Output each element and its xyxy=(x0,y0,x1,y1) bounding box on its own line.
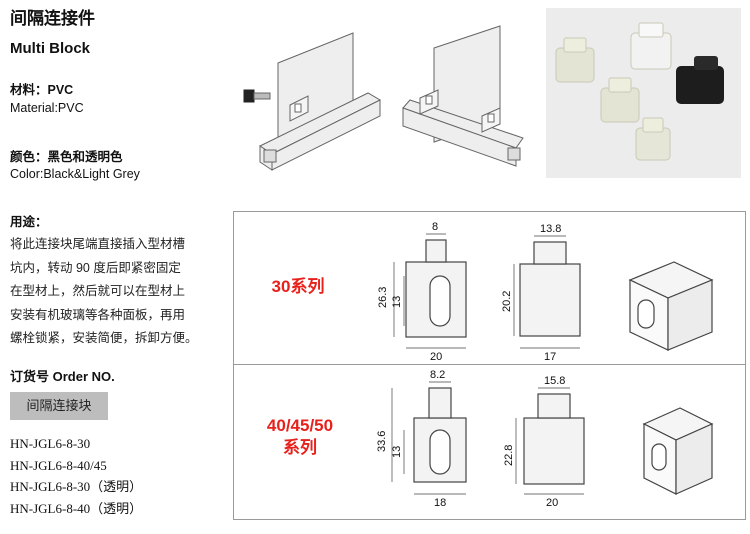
dim-30-side-height: 20.2 xyxy=(501,291,513,312)
title-english: Multi Block xyxy=(10,40,91,57)
dim-30-side-top: 13.8 xyxy=(540,223,561,235)
color-cn: 颜色：黑色和透明色 xyxy=(10,150,123,164)
order-code: HN-JGL6-8-30（透明） xyxy=(10,479,143,494)
usage-text: 将此连接块尾端直接插入型材槽 坑内，转动 90 度后即紧密固定 在型材上，然后就… xyxy=(10,233,235,351)
usage-line: 在型材上，然后就可以在型材上 xyxy=(10,284,186,298)
dim-40-width: 18 xyxy=(434,497,446,509)
color-en: Color:Black&Light Grey xyxy=(10,167,140,181)
order-code-list: HN-JGL6-8-30 HN-JGL6-8-40/45 HN-JGL6-8-3… xyxy=(10,433,142,519)
dim-30-side-width: 17 xyxy=(544,351,556,363)
usage-line: 坑内，转动 90 度后即紧密固定 xyxy=(10,260,181,275)
dim-30-slot: 13 xyxy=(391,296,403,308)
dim-40-height: 33.6 xyxy=(376,431,388,452)
order-code: HN-JGL6-8-30 xyxy=(10,436,91,451)
usage-line: 将此连接块尾端直接插入型材槽 xyxy=(10,237,186,251)
title-chinese: 间隔连接件 xyxy=(10,9,95,28)
product-photo xyxy=(546,8,741,178)
panel-divider xyxy=(233,364,746,365)
material-en: Material:PVC xyxy=(10,101,84,115)
material-cn: 材料：PVC xyxy=(10,83,74,97)
dim-40-slot: 13 xyxy=(391,446,403,458)
dim-30-height: 26.3 xyxy=(377,287,389,308)
order-code: HN-JGL6-8-40（透明） xyxy=(10,500,143,516)
installation-illustration xyxy=(238,8,538,178)
series-40-label: 40/45/50 系列 xyxy=(254,415,346,459)
usage-line: 螺栓锁紧，安装简便，拆卸方便。 xyxy=(10,331,198,345)
order-heading: 订货号 Order NO. xyxy=(10,369,115,384)
multi-block-button[interactable]: 间隔连接块 xyxy=(10,392,108,420)
dim-30-top-width: 8 xyxy=(432,221,438,233)
order-code: HN-JGL6-8-40/45 xyxy=(10,457,107,473)
dim-40-side-top: 15.8 xyxy=(544,375,565,387)
series-40-label-b: 系列 xyxy=(283,438,317,457)
dim-30-width: 20 xyxy=(430,351,442,363)
dim-40-top-width: 8.2 xyxy=(430,369,445,381)
dimension-drawings: 8 13.8 26.3 13 20 20.2 17 8.2 15.8 33.6 … xyxy=(234,212,744,522)
dim-40-side-height: 22.8 xyxy=(503,445,515,466)
series-30-label: 30系列 xyxy=(271,277,325,296)
dim-40-side-width: 20 xyxy=(546,497,558,509)
usage-heading: 用途： xyxy=(10,215,48,229)
series-40-label-a: 40/45/50 xyxy=(266,416,334,435)
usage-line: 安装有机玻璃等各种面板，再用 xyxy=(10,307,186,322)
